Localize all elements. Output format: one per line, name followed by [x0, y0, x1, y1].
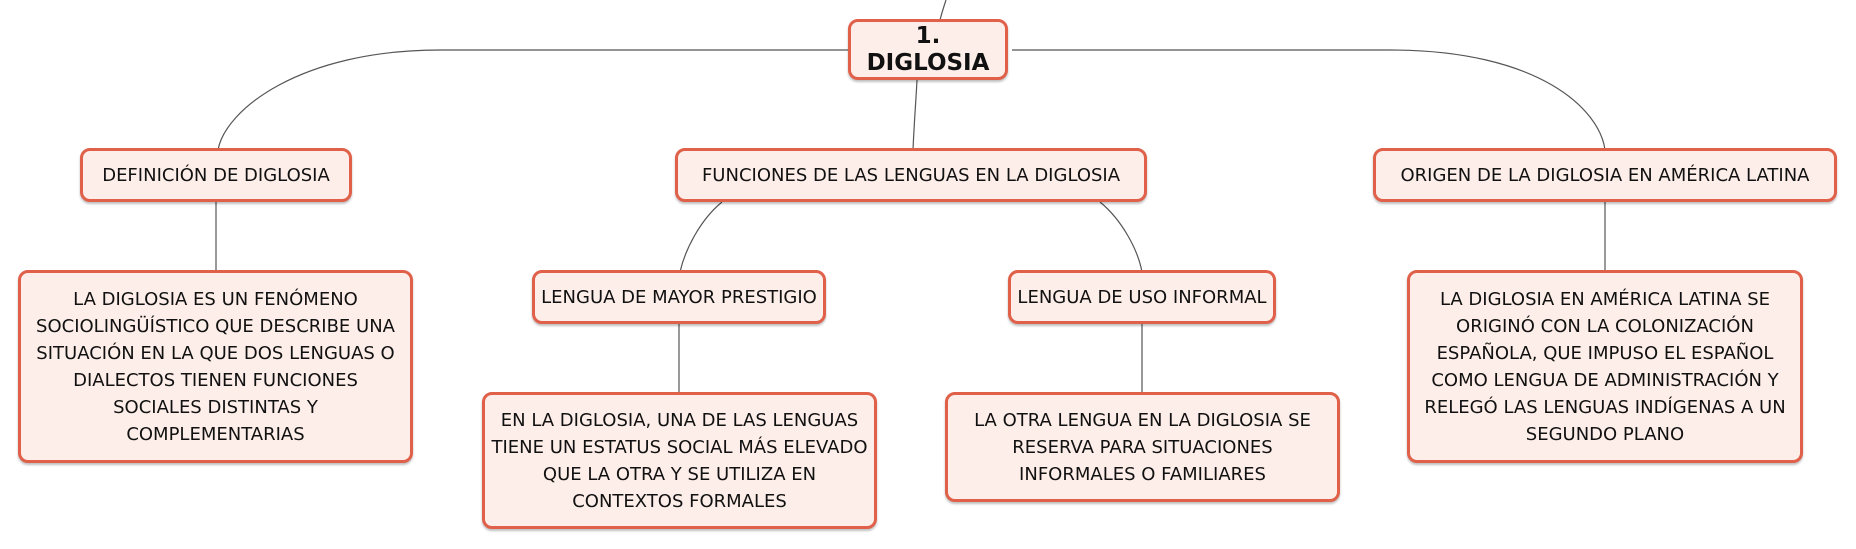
node-definicion-detalle[interactable]: LA DIGLOSIA ES UN FENÓMENO SOCIOLINGÜÍST… [18, 270, 413, 463]
node-definicion-label: DEFINICIÓN DE DIGLOSIA [102, 164, 330, 186]
node-lengua-prestigio[interactable]: LENGUA DE MAYOR PRESTIGIO [532, 270, 826, 324]
node-informal-detalle[interactable]: LA OTRA LENGUA EN LA DIGLOSIA SE RESERVA… [945, 392, 1340, 502]
link-functions-prestige [679, 201, 723, 273]
node-lengua-prestigio-label: LENGUA DE MAYOR PRESTIGIO [541, 286, 817, 308]
node-origen-detalle[interactable]: LA DIGLOSIA EN AMÉRICA LATINA SE ORIGINÓ… [1407, 270, 1803, 463]
node-origen[interactable]: ORIGEN DE LA DIGLOSIA EN AMÉRICA LATINA [1373, 148, 1837, 202]
link-root-functions [912, 79, 918, 151]
link-root-definition [217, 49, 858, 151]
node-funciones[interactable]: FUNCIONES DE LAS LENGUAS EN LA DIGLOSIA [675, 148, 1147, 202]
node-lengua-informal[interactable]: LENGUA DE USO INFORMAL [1008, 270, 1276, 324]
node-prestigio-detalle[interactable]: EN LA DIGLOSIA, UNA DE LAS LENGUAS TIENE… [482, 392, 877, 529]
root-node-label: 1. DIGLOSIA [866, 22, 990, 76]
node-origen-label: ORIGEN DE LA DIGLOSIA EN AMÉRICA LATINA [1400, 164, 1810, 186]
node-lengua-informal-label: LENGUA DE USO INFORMAL [1017, 286, 1267, 308]
node-definicion-detalle-text: LA DIGLOSIA ES UN FENÓMENO SOCIOLINGÜÍST… [36, 288, 395, 445]
link-functions-informal [1099, 201, 1143, 273]
node-prestigio-detalle-text: EN LA DIGLOSIA, UNA DE LAS LENGUAS TIENE… [491, 409, 868, 512]
link-root-origin [1012, 49, 1606, 151]
node-informal-detalle-text: LA OTRA LENGUA EN LA DIGLOSIA SE RESERVA… [974, 409, 1311, 485]
link-root-parent [939, 0, 947, 21]
node-definicion[interactable]: DEFINICIÓN DE DIGLOSIA [80, 148, 352, 202]
node-origen-detalle-text: LA DIGLOSIA EN AMÉRICA LATINA SE ORIGINÓ… [1424, 288, 1786, 445]
node-funciones-label: FUNCIONES DE LAS LENGUAS EN LA DIGLOSIA [701, 164, 1121, 186]
root-node-diglosia[interactable]: 1. DIGLOSIA [848, 19, 1008, 80]
